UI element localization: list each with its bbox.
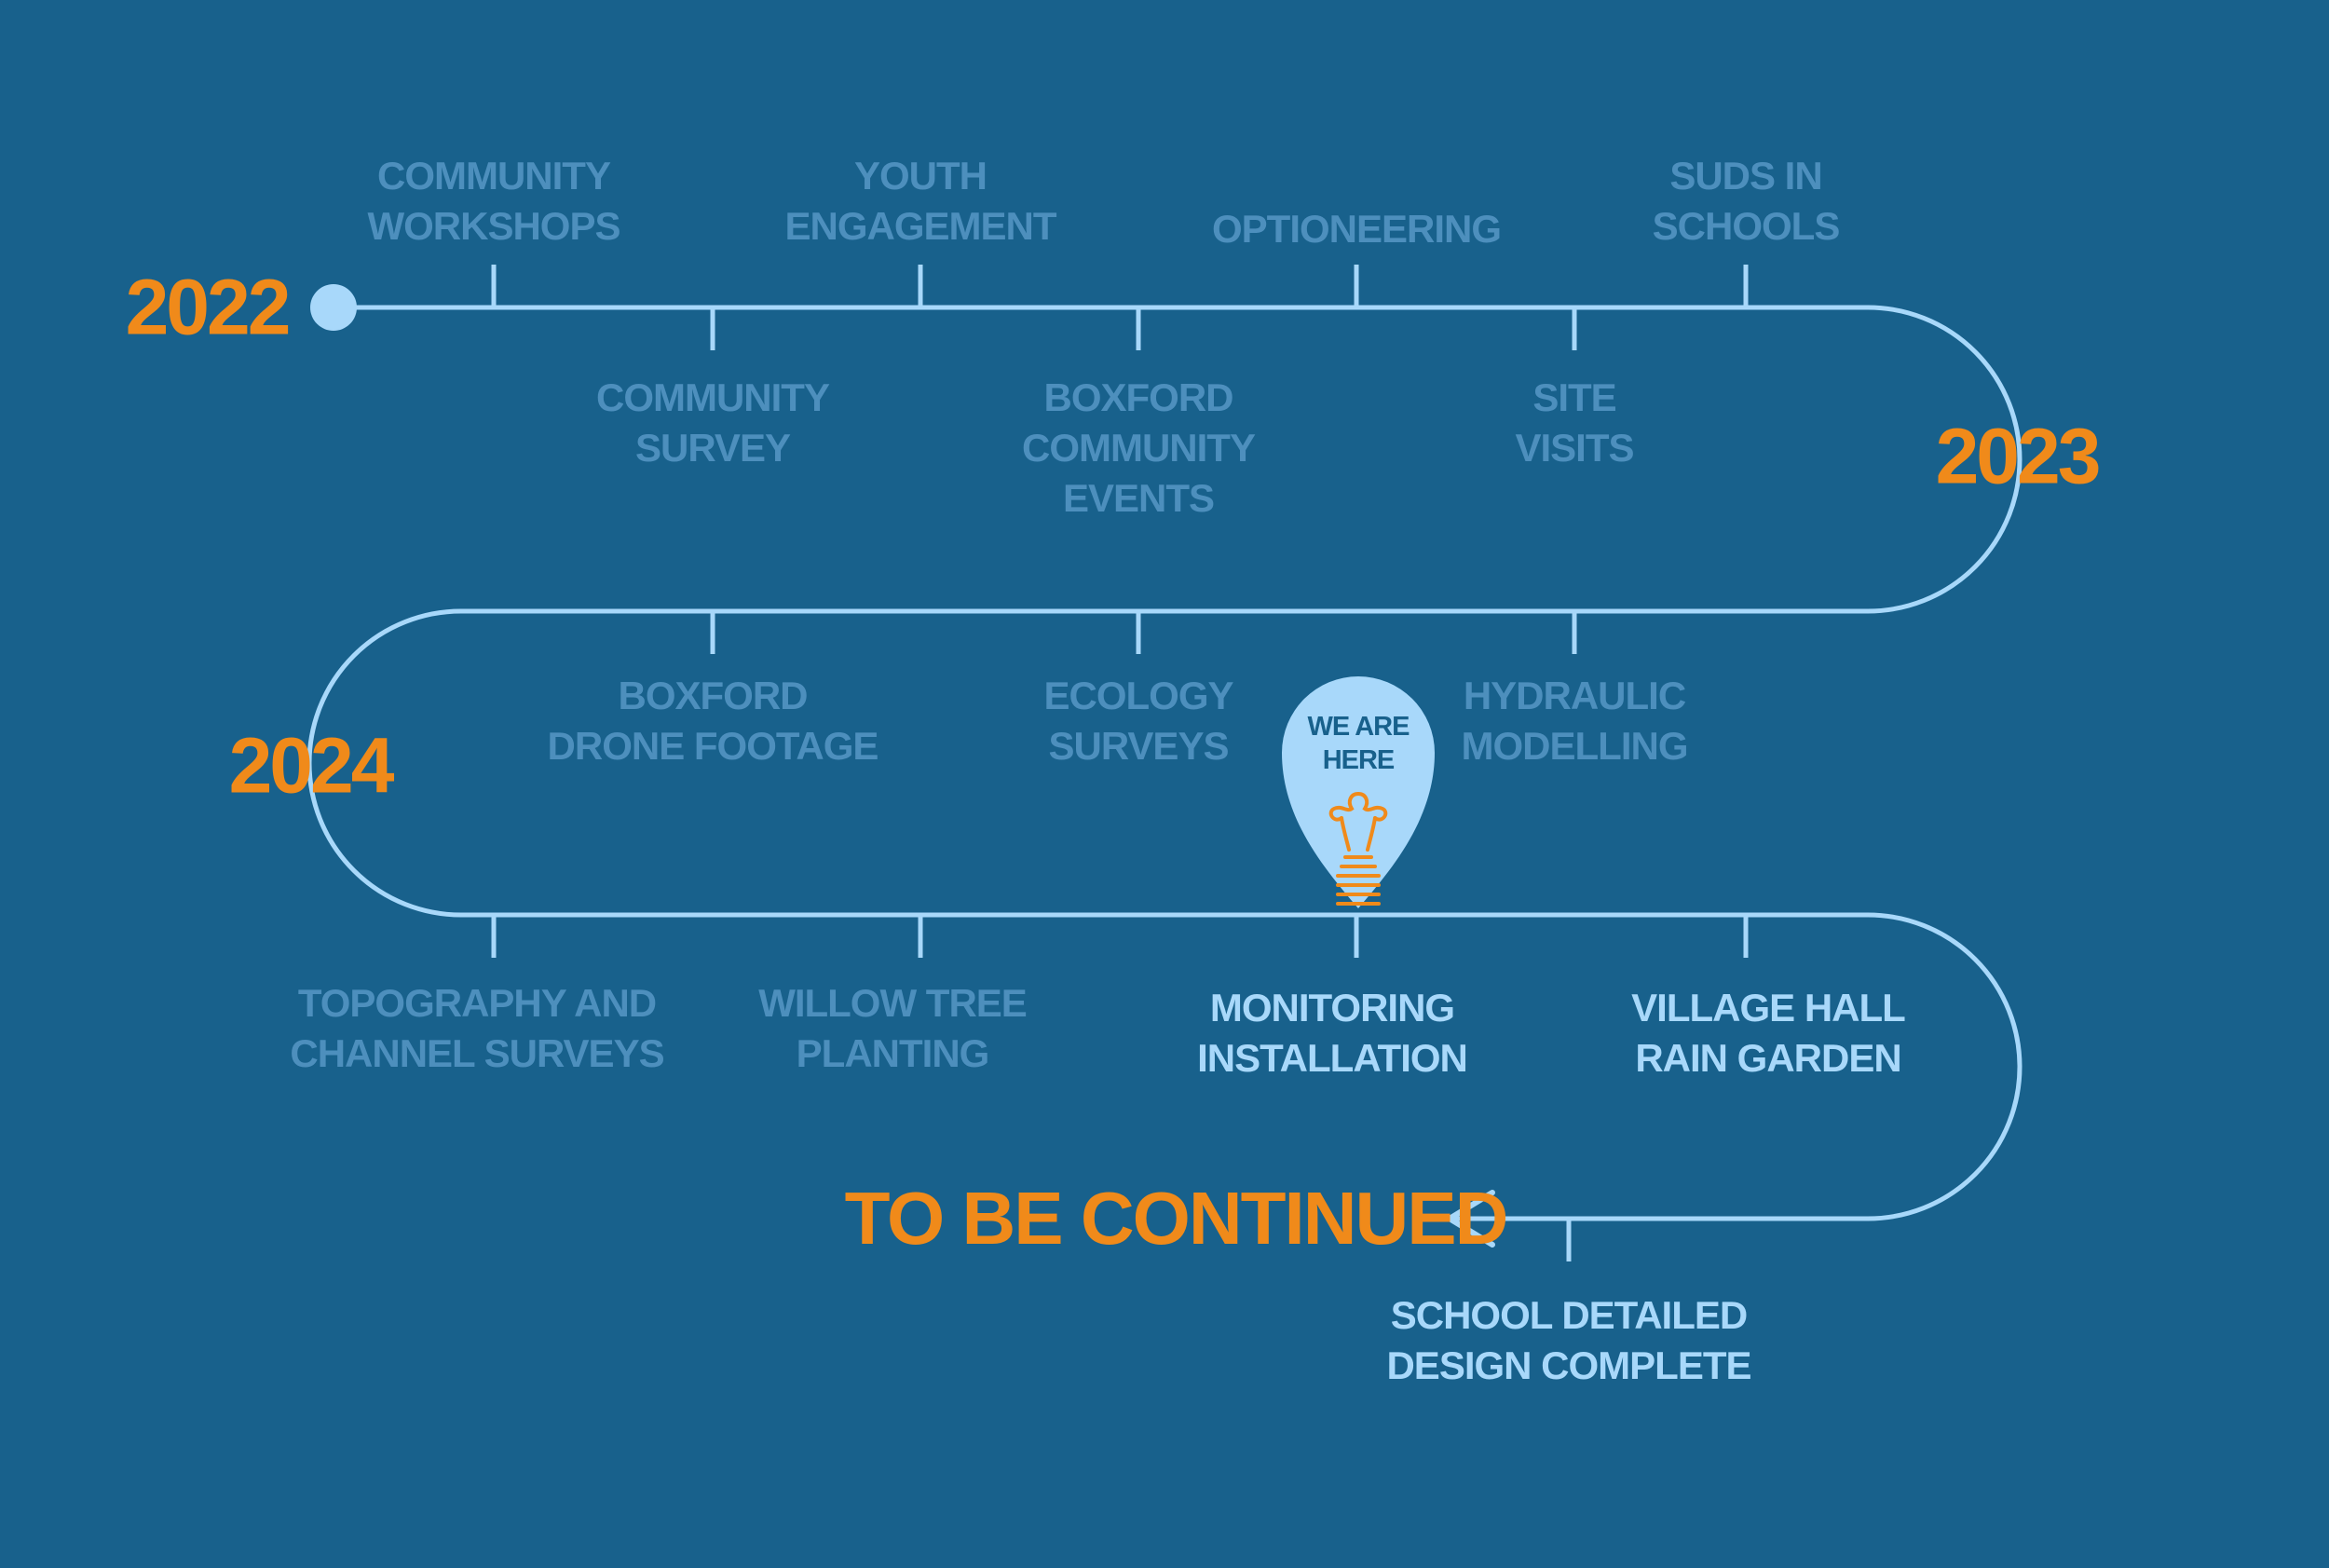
milestone-optioneering: OPTIONEERING: [1211, 204, 1502, 254]
milestone-label-line: WILLOW TREE: [758, 981, 1028, 1025]
milestone-label-line: HYDRAULIC: [1463, 674, 1686, 717]
milestone-label-line: DRONE FOOTAGE: [547, 724, 879, 768]
milestone-label-line: SCHOOL DETAILED: [1390, 1293, 1748, 1337]
milestone-topography-and-channel-surveys: TOPOGRAPHY AND CHANNEL SURVEYS: [290, 978, 664, 1079]
milestone-ecology-surveys: ECOLOGY SURVEYS: [1043, 671, 1233, 771]
milestone-label-line: ENGAGEMENT: [784, 204, 1056, 248]
arrow-left-icon: [1447, 1190, 1495, 1248]
to-be-continued-label: TO BE CONTINUED: [844, 1177, 1509, 1260]
year-label-2022: 2022: [125, 263, 292, 351]
milestone-label-line: SURVEY: [635, 426, 791, 470]
milestone-label-line: COMMUNITY: [1022, 426, 1256, 470]
milestone-label-line: CHANNEL SURVEYS: [290, 1031, 664, 1075]
year-label-2024: 2024: [228, 721, 395, 810]
milestone-suds-in-schools: SUDS IN SCHOOLS: [1652, 151, 1841, 252]
milestone-label-line: PLANTING: [796, 1031, 990, 1075]
milestone-label-line: BOXFORD: [618, 674, 808, 717]
milestone-label-line: MONITORING: [1209, 986, 1455, 1029]
milestone-label-line: SURVEYS: [1048, 724, 1230, 768]
lightbulb-icon: [1328, 791, 1388, 906]
milestone-label-line: VISITS: [1515, 426, 1634, 470]
milestone-label-line: INSTALLATION: [1197, 1036, 1468, 1080]
milestone-label-line: RAIN GARDEN: [1635, 1036, 1901, 1080]
timeline-path: [306, 305, 2023, 1221]
milestone-boxford-community-events: BOXFORD COMMUNITY EVENTS: [1022, 373, 1256, 524]
we-are-here-line: HERE: [1322, 745, 1396, 775]
milestone-label-line: SCHOOLS: [1652, 204, 1841, 248]
milestone-label-line: OPTIONEERING: [1211, 207, 1502, 251]
we-are-here-label: WE ARE HERE: [1308, 710, 1410, 777]
milestone-school-detailed-design-complete: SCHOOL DETAILED DESIGN COMPLETE: [1386, 1290, 1751, 1391]
milestone-village-hall-rain-garden: VILLAGE HALL RAIN GARDEN: [1631, 983, 1906, 1084]
milestone-label-line: SITE: [1532, 375, 1616, 419]
milestone-label-line: COMMUNITY: [596, 375, 830, 419]
milestone-willow-tree-planting: WILLOW TREE PLANTING: [758, 978, 1028, 1079]
timeline-start-dot: [310, 284, 357, 331]
milestone-label-line: VILLAGE HALL: [1631, 986, 1906, 1029]
milestone-label-line: TOPOGRAPHY AND: [297, 981, 657, 1025]
milestone-label-line: YOUTH: [853, 154, 987, 198]
milestone-label-line: BOXFORD: [1043, 375, 1233, 419]
milestone-label-line: SUDS IN: [1669, 154, 1822, 198]
milestone-youth-engagement: YOUTH ENGAGEMENT: [784, 151, 1056, 252]
milestone-label-line: DESIGN COMPLETE: [1386, 1343, 1751, 1387]
milestone-community-survey: COMMUNITY SURVEY: [596, 373, 830, 473]
milestone-label-line: EVENTS: [1062, 476, 1215, 520]
we-are-here-line: WE ARE: [1307, 712, 1410, 742]
milestone-boxford-drone-footage: BOXFORD DRONE FOOTAGE: [547, 671, 879, 771]
we-are-here-marker: [1282, 676, 1435, 908]
year-label-2023: 2023: [1935, 412, 2102, 500]
milestone-community-workshops: COMMUNITY WORKSHOPS: [367, 151, 620, 252]
milestone-label-line: MODELLING: [1461, 724, 1689, 768]
milestone-site-visits: SITE VISITS: [1515, 373, 1634, 473]
milestone-label-line: ECOLOGY: [1043, 674, 1233, 717]
milestone-hydraulic-modelling: HYDRAULIC MODELLING: [1461, 671, 1689, 771]
milestone-label-line: WORKSHOPS: [367, 204, 620, 248]
milestone-monitoring-installation: MONITORING INSTALLATION: [1197, 983, 1468, 1084]
milestone-label-line: COMMUNITY: [377, 154, 611, 198]
